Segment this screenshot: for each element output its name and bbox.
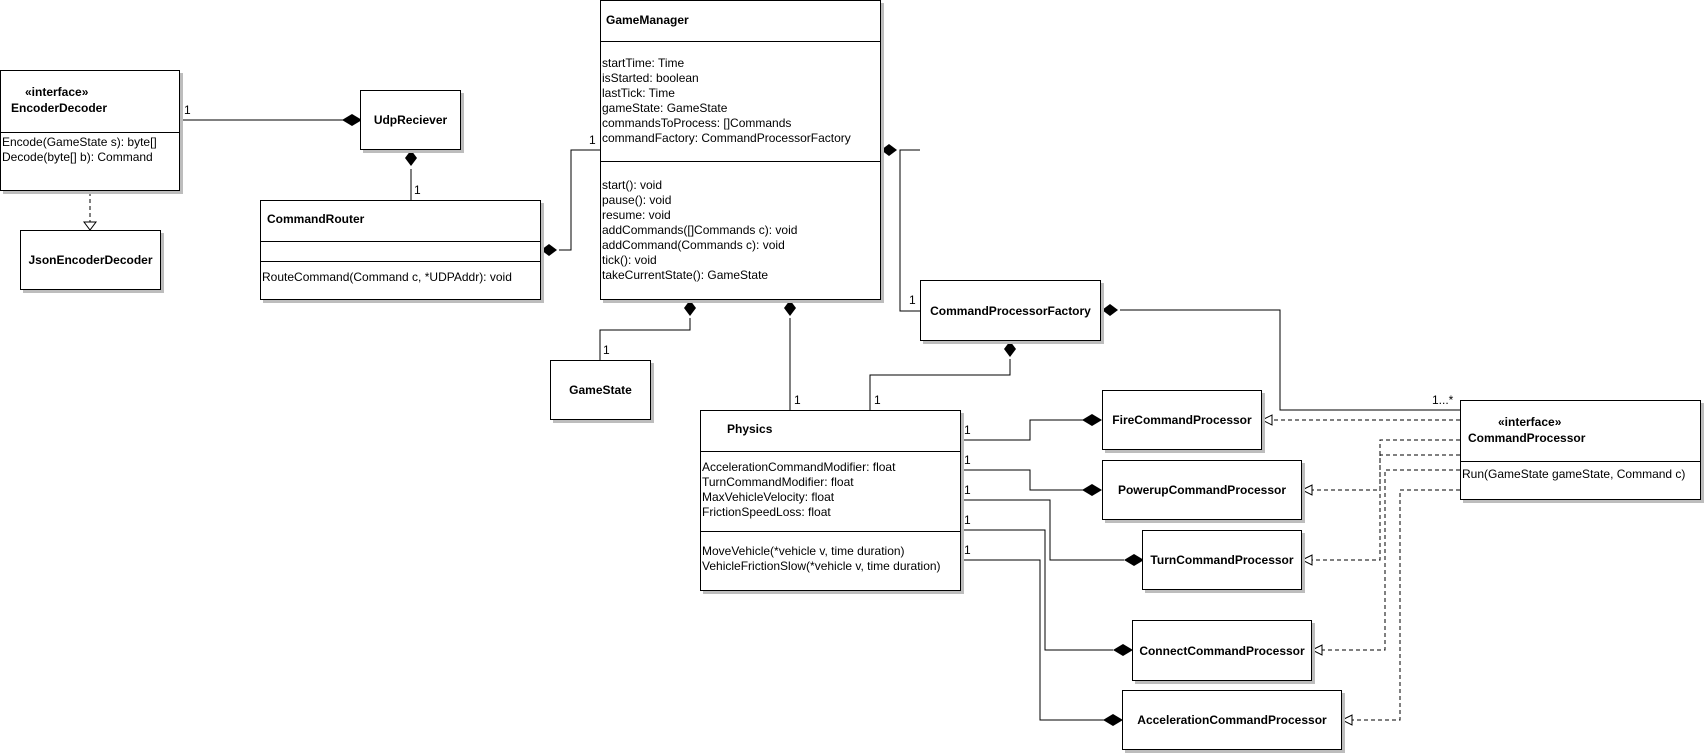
encoder-decoder-stereotype: «interface» [25,85,89,99]
class-command-router[interactable]: CommandRouter RouteCommand(Command c, *U… [260,200,541,300]
class-acceleration-command-processor[interactable]: AccelerationCommandProcessor [1122,690,1342,750]
operation: Run(GameState gameState, Command c) [1462,467,1686,481]
physics-operations: MoveVehicle(*vehicle v, time duration) V… [701,531,960,590]
class-command-processor[interactable]: «interface» CommandProcessor Run(GameSta… [1460,400,1701,500]
attribute: gameState: GameState [602,101,728,115]
class-connect-command-processor[interactable]: ConnectCommandProcessor [1132,620,1312,681]
command-router-name: CommandRouter [267,212,365,226]
attribute: TurnCommandModifier: float [702,475,854,489]
game-state-name: GameState [569,383,632,397]
attribute: lastTick: Time [602,86,675,100]
operation: Decode(byte[] b): Command [2,150,153,164]
command-processor-name: CommandProcessor [1468,431,1586,445]
game-manager-operations: start(): void pause(): void resume: void… [601,161,880,299]
command-router-attributes [261,241,540,261]
operation: resume: void [602,208,671,222]
class-command-processor-factory[interactable]: CommandProcessorFactory [920,280,1101,341]
encoder-decoder-name: EncoderDecoder [11,101,108,115]
attribute: FrictionSpeedLoss: float [702,505,831,519]
operation: Encode(GameState s): byte[] [2,135,157,149]
class-game-manager[interactable]: GameManager startTime: Time isStarted: b… [600,0,881,300]
operation: pause(): void [602,193,672,207]
mult-gm-router: 1 [589,133,596,147]
json-encoder-decoder-name: JsonEncoderDecoder [28,253,153,267]
mult-router-udp: 1 [414,183,421,197]
operation: RouteCommand(Command c, *UDPAddr): void [262,270,512,284]
class-physics[interactable]: Physics AccelerationCommandModifier: flo… [700,410,961,591]
encoder-decoder-operations: Encode(GameState s): byte[] Decode(byte[… [1,132,179,190]
class-powerup-command-processor[interactable]: PowerupCommandProcessor [1102,460,1302,520]
class-game-state[interactable]: GameState [550,360,651,420]
attribute: startTime: Time [602,56,685,70]
fire-command-processor-name: FireCommandProcessor [1112,413,1252,427]
mult-factory-physics: 1 [874,393,881,407]
operation: addCommand(Commands c): void [602,238,785,252]
powerup-command-processor-name: PowerupCommandProcessor [1117,483,1287,497]
operation: VehicleFrictionSlow(*vehicle v, time dur… [702,559,941,573]
mult-gm-physics: 1 [794,393,801,407]
mult-physics-fire: 1 [964,423,971,437]
attribute: isStarted: boolean [602,71,699,85]
class-json-encoder-decoder[interactable]: JsonEncoderDecoder [20,230,161,290]
udp-reciever-name: UdpReciever [373,113,448,127]
command-processor-stereotype: «interface» [1498,415,1562,429]
mult-physics-connect: 1 [964,513,971,527]
class-encoder-decoder[interactable]: «interface» EncoderDecoder Encode(GameSt… [0,70,180,191]
connect-command-processor-name: ConnectCommandProcessor [1139,643,1305,658]
physics-name: Physics [727,422,773,436]
class-fire-command-processor[interactable]: FireCommandProcessor [1102,390,1262,450]
command-processor-factory-name: CommandProcessorFactory [930,303,1091,318]
mult-physics-acceleration: 1 [964,543,971,557]
turn-command-processor-name: TurnCommandProcessor [1150,553,1294,567]
mult-physics-powerup: 1 [964,453,971,467]
class-udp-reciever[interactable]: UdpReciever [360,90,461,150]
operation: tick(): void [602,253,657,267]
mult-gm-factory: 1 [909,293,916,307]
operation: MoveVehicle(*vehicle v, time duration) [702,544,905,558]
operation: start(): void [602,178,663,192]
mult-physics-turn: 1 [964,483,971,497]
attribute: commandsToProcess: []Commands [602,116,792,130]
mult-factory-processors: 1...* [1432,393,1454,407]
command-processor-operations: Run(GameState gameState, Command c) [1461,461,1700,499]
game-manager-attributes: startTime: Time isStarted: boolean lastT… [601,41,880,161]
game-manager-name: GameManager [606,13,689,27]
command-router-operations: RouteCommand(Command c, *UDPAddr): void [261,261,540,299]
physics-attributes: AccelerationCommandModifier: float TurnC… [701,451,960,531]
class-turn-command-processor[interactable]: TurnCommandProcessor [1142,530,1302,590]
mult-gm-gamestate: 1 [603,343,610,357]
attribute: commandFactory: CommandProcessorFactory [602,131,851,145]
operation: takeCurrentState(): GameState [602,268,769,282]
acceleration-command-processor-name: AccelerationCommandProcessor [1137,713,1327,727]
attribute: MaxVehicleVelocity: float [702,490,835,504]
attribute: AccelerationCommandModifier: float [702,460,896,474]
mult-encoder-udp: 1 [184,103,191,117]
operation: addCommands([]Commands c): void [602,223,798,237]
